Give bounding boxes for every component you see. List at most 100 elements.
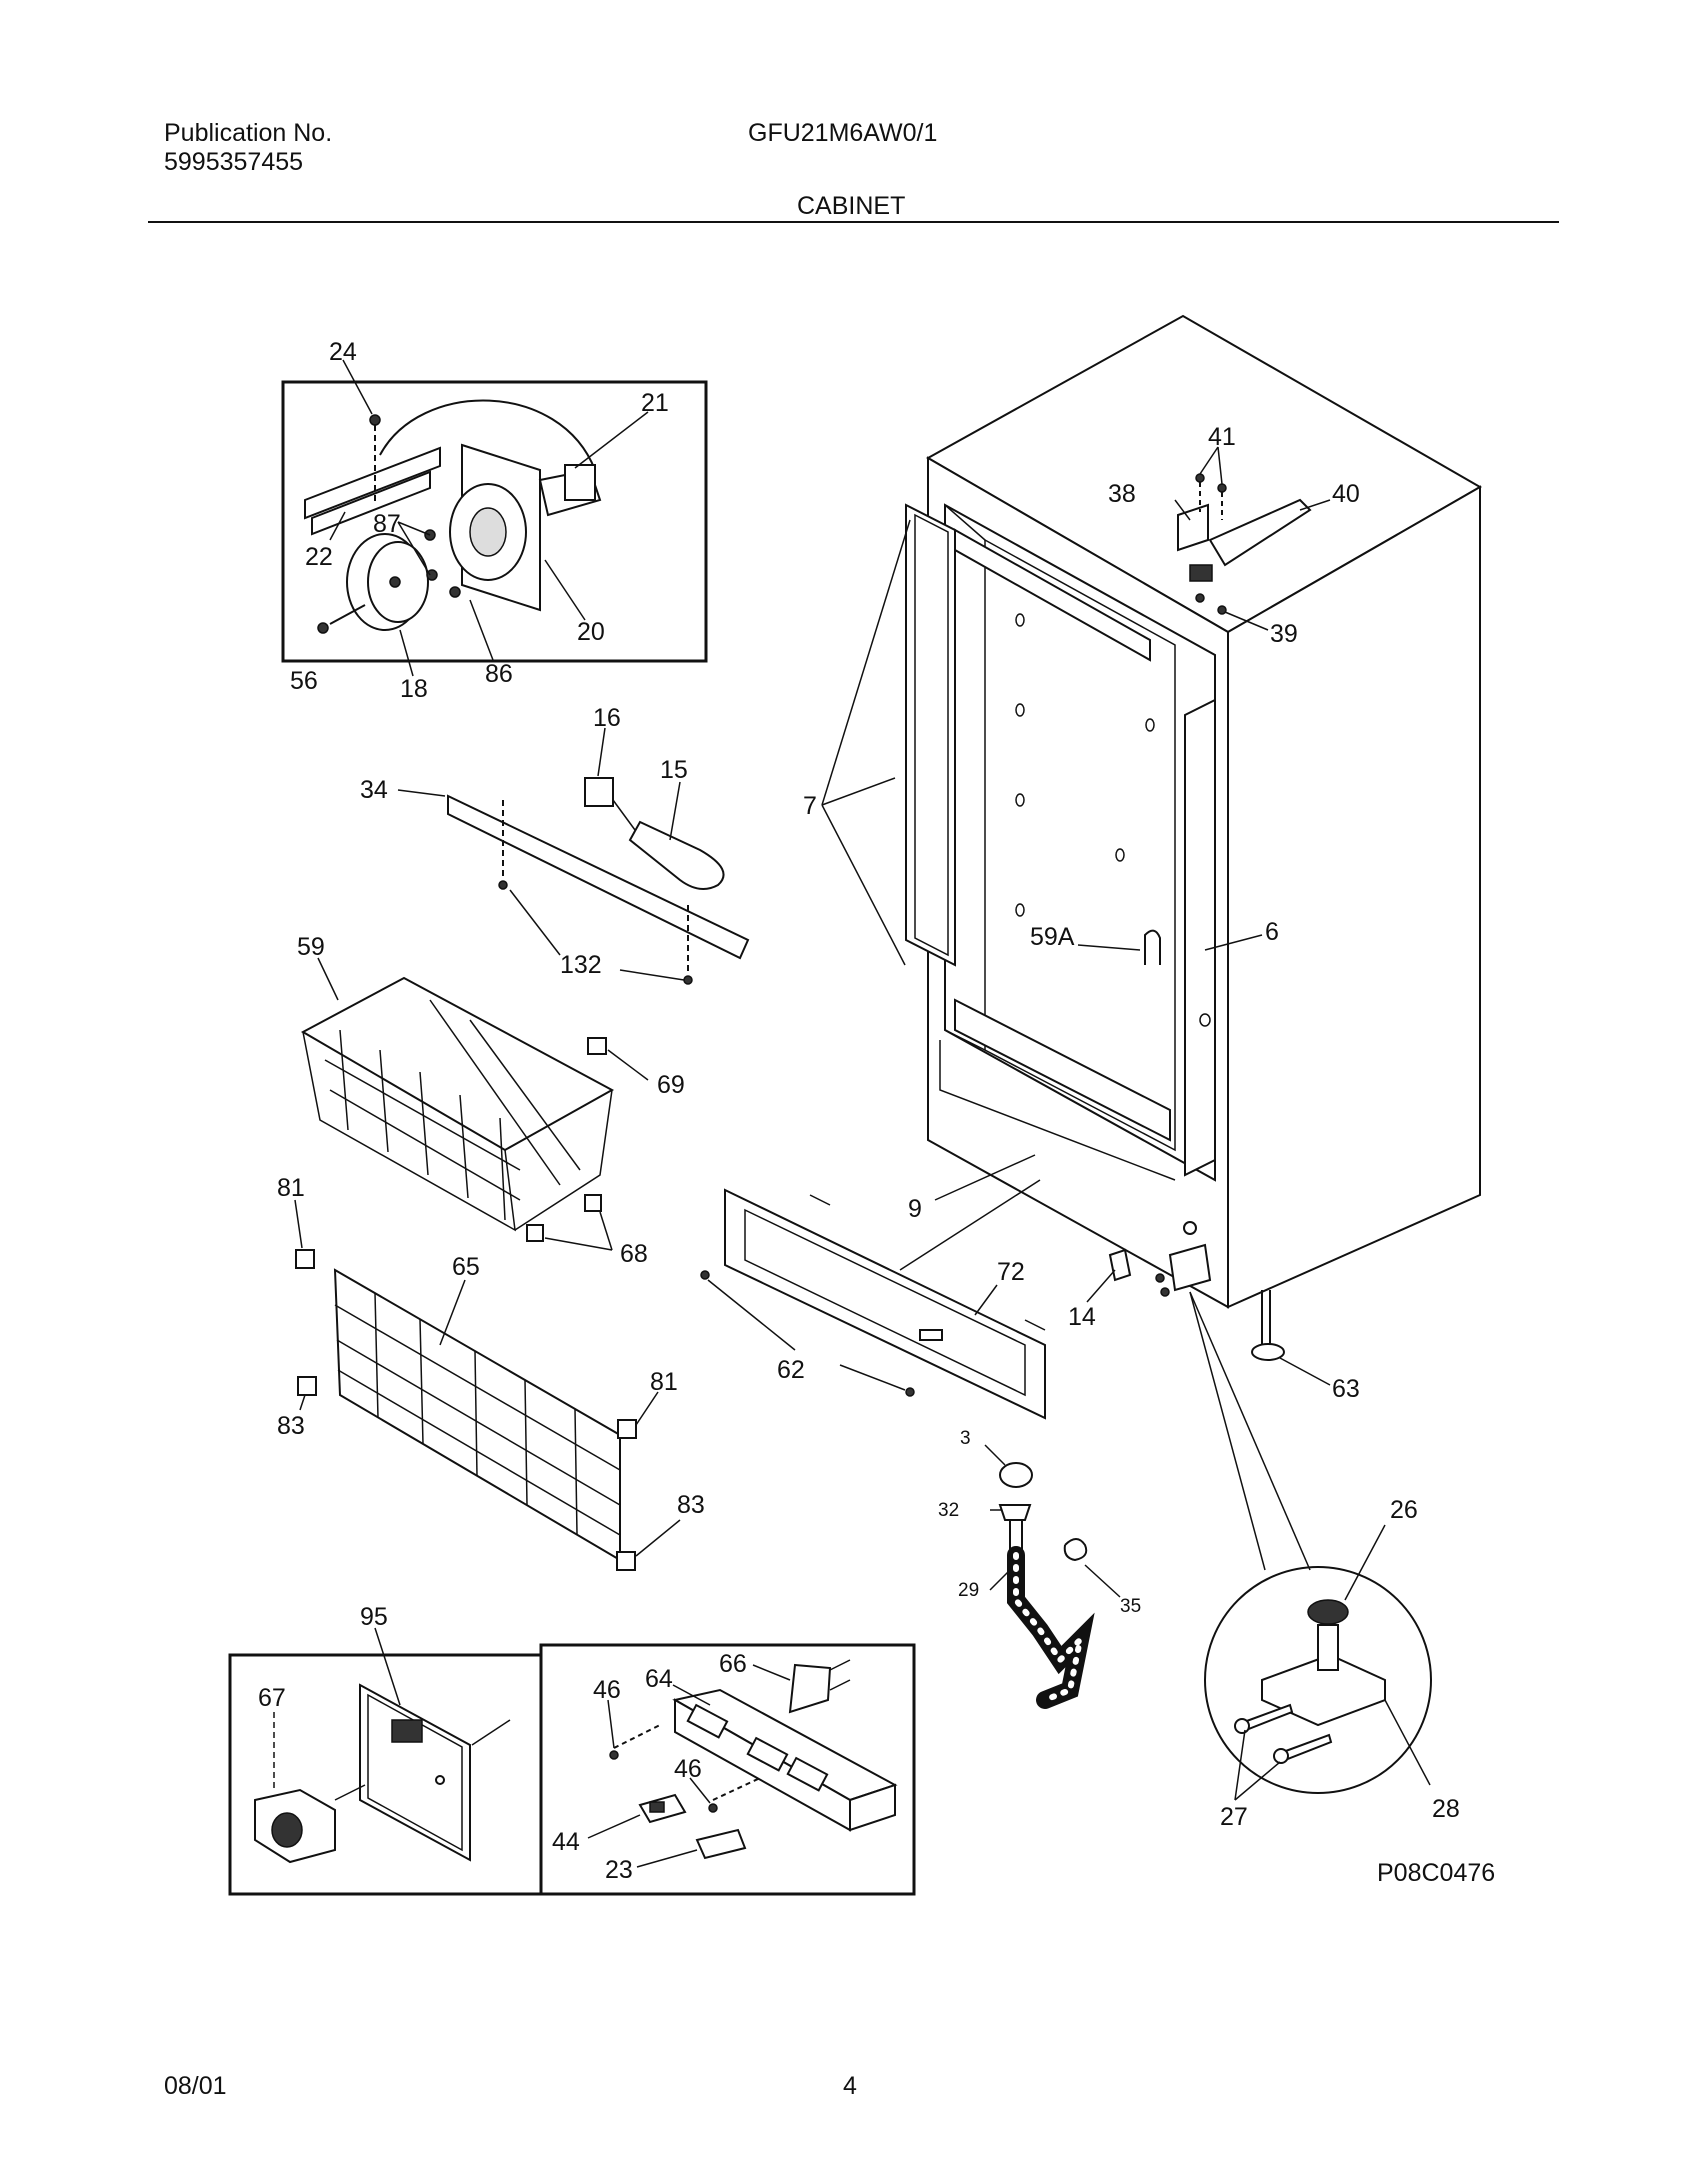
bezel-opening	[391, 1719, 423, 1743]
callout-26: 26	[1390, 1496, 1418, 1524]
grille-clip-left	[297, 1376, 317, 1396]
publication-label: Publication No.	[164, 119, 333, 147]
screw-86	[449, 586, 461, 598]
callout-3: 3	[960, 1428, 971, 1449]
callout-95: 95	[360, 1603, 388, 1631]
callout-23: 23	[605, 1856, 633, 1884]
bezel-plate	[359, 1683, 471, 1862]
drain-clip	[1063, 1538, 1088, 1562]
cabinet-side	[1227, 485, 1481, 1309]
callout-72: 72	[997, 1258, 1025, 1286]
kickplate: 72 62	[700, 1179, 1046, 1420]
hinge-detail: 26 27 28	[1189, 1291, 1460, 1831]
basket-top	[300, 976, 615, 1152]
screw-46a	[609, 1750, 619, 1760]
fan-inset-frame	[281, 380, 708, 663]
basket-hook	[1144, 929, 1161, 965]
fan-motor-body	[564, 464, 596, 501]
screw-24	[369, 414, 381, 426]
callout-44: 44	[552, 1828, 580, 1856]
callout-28: 28	[1432, 1795, 1460, 1823]
door-gasket-left	[905, 503, 956, 967]
callout-29: 29	[958, 1580, 979, 1601]
bottom-hinge	[1168, 1243, 1212, 1292]
hinge-pin	[1317, 1624, 1339, 1671]
grille-clip-bottom	[616, 1551, 636, 1571]
callout-67: 67	[258, 1684, 286, 1712]
section-title: CABINET	[797, 192, 906, 220]
callout-59A: 59A	[1030, 923, 1075, 951]
fan-bracket	[304, 446, 441, 520]
callout-21: 21	[641, 389, 669, 417]
grille-clip-top	[295, 1249, 315, 1269]
callout-7: 7	[803, 792, 817, 820]
hinge-cover	[1208, 498, 1312, 567]
callout-81-top: 81	[277, 1174, 305, 1202]
callout-6: 6	[1265, 918, 1279, 946]
door-stop	[1108, 1248, 1132, 1282]
callout-83-right: 83	[677, 1491, 705, 1519]
grille-clip-right	[617, 1419, 637, 1439]
door-gasket-top	[954, 528, 1151, 662]
header-rule	[148, 221, 1559, 223]
footer-date: 08/01	[164, 2072, 227, 2100]
model-number: GFU21M6AW0/1	[748, 119, 938, 147]
callout-86: 86	[485, 660, 513, 688]
callout-56: 56	[290, 667, 318, 695]
callout-46-lower: 46	[674, 1755, 702, 1783]
fan-assembly-inset: 24 21 87 22 20 56 18 86	[281, 338, 708, 703]
drain-tube	[1007, 1546, 1095, 1709]
switch-cover	[695, 1828, 747, 1860]
callout-64: 64	[645, 1665, 673, 1693]
callout-41: 41	[1208, 423, 1236, 451]
light-socket	[584, 777, 614, 807]
switch-bezel-inset: 95 67	[228, 1603, 543, 1896]
thermostat-control	[788, 1663, 832, 1714]
hinge-cap	[1307, 1599, 1349, 1625]
callout-59: 59	[297, 933, 325, 961]
callout-68: 68	[620, 1240, 648, 1268]
callout-132: 132	[560, 951, 602, 979]
grille-assembly: 81 65 81 83 83	[277, 1174, 705, 1571]
callout-40: 40	[1332, 480, 1360, 508]
callout-32: 32	[938, 1500, 959, 1521]
drain-plug	[999, 1462, 1033, 1488]
callout-62: 62	[777, 1356, 805, 1384]
figure-code: P08C0476	[1377, 1859, 1495, 1887]
footer-page-number: 4	[843, 2072, 857, 2100]
callout-34: 34	[360, 776, 388, 804]
callout-63: 63	[1332, 1375, 1360, 1403]
breaker-strip	[1184, 698, 1216, 1177]
housing-inset-frame	[539, 1643, 916, 1896]
wire-basket: 59 69 68	[297, 933, 685, 1268]
screw-46b	[708, 1803, 718, 1813]
publication-number: 5995357455	[164, 148, 304, 176]
callout-65: 65	[452, 1253, 480, 1281]
callout-16: 16	[593, 704, 621, 732]
callout-81-right: 81	[650, 1368, 678, 1396]
callout-20: 20	[577, 618, 605, 646]
kickplate-frame	[724, 1188, 1046, 1420]
screw-62a	[700, 1270, 710, 1280]
light-and-shelf: 16 15 34 132	[360, 704, 750, 985]
hinge-detail-circle	[1204, 1566, 1432, 1794]
callout-22: 22	[305, 543, 333, 571]
drain-fitting	[998, 1504, 1032, 1521]
callout-14: 14	[1068, 1303, 1096, 1331]
drain-assembly: 3 32 29 35	[938, 1428, 1141, 1709]
callout-18: 18	[400, 675, 428, 703]
callout-39: 39	[1270, 620, 1298, 648]
callout-69: 69	[657, 1071, 685, 1099]
bottom-breaker	[954, 998, 1171, 1142]
callout-35: 35	[1120, 1596, 1141, 1617]
basket-clip	[587, 1037, 607, 1055]
screw-62b	[905, 1387, 915, 1397]
switch-housing-inset: 64 66 46 46 44 23	[539, 1643, 916, 1896]
callout-27: 27	[1220, 1803, 1248, 1831]
callout-66: 66	[719, 1650, 747, 1678]
hinge-screw-b	[1281, 1733, 1333, 1762]
callout-9: 9	[908, 1195, 922, 1223]
callout-38: 38	[1108, 480, 1136, 508]
callout-15: 15	[660, 756, 688, 784]
